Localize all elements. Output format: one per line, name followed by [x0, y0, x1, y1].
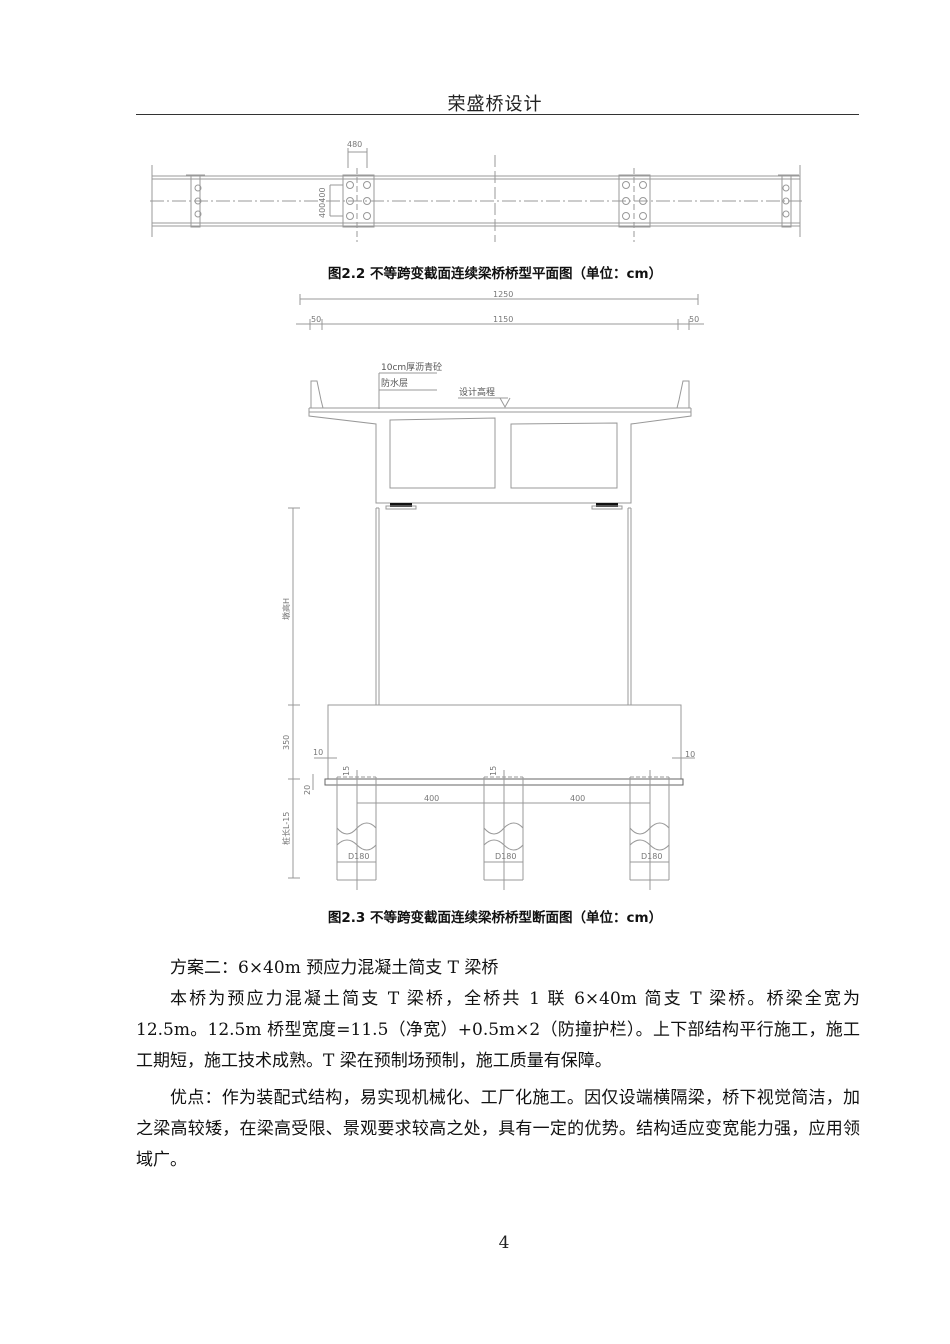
- figure-2-3-section-drawing: 1250 1150 50 50 10cm厚沥青砼 防水层 设计高程 墩高H 35…: [281, 290, 704, 890]
- dim-block-width: 480: [347, 140, 362, 149]
- dim-cap-offset-right: 10: [685, 750, 695, 759]
- paragraph-advantages: 优点：作为装配式结构，易实现机械化、工厂化施工。因仅设端横隔梁，桥下视觉简洁，加…: [136, 1088, 860, 1170]
- dim-right-barrier: 50: [689, 315, 699, 324]
- dim-pile-embed-2: 15: [489, 766, 498, 776]
- dim-pier-height: 墩高H: [281, 598, 291, 620]
- paragraph-description: 本桥为预应力混凝土简支 T 梁桥，全桥共 1 联 6×40m 简支 T 梁桥。桥…: [136, 989, 860, 1071]
- dim-pile-length: 桩长L-15: [281, 812, 291, 845]
- running-header-title: 荣盛桥设计: [447, 94, 543, 115]
- label-waterproof: 防水层: [381, 377, 408, 389]
- dim-total-width: 1250: [493, 290, 513, 299]
- figure-2-2-caption: 图2.2 不等跨变截面连续梁桥桥型平面图（单位：cm）: [327, 266, 663, 282]
- label-asphalt: 10cm厚沥青砼: [381, 361, 442, 373]
- dim-pile-spacing-2: 400: [570, 794, 585, 803]
- figure-2-2-plan-drawing: 480 400400: [150, 140, 802, 242]
- dim-pile-dia-1: D180: [348, 852, 369, 861]
- dim-pile-spacing-1: 400: [424, 794, 439, 803]
- dim-footing-thickness: 20: [303, 785, 312, 795]
- dim-net-width: 1150: [493, 315, 513, 324]
- label-design-elevation: 设计高程: [459, 386, 495, 398]
- page-number: 4: [498, 1233, 510, 1253]
- dim-cap-offset-left: 10: [313, 748, 323, 757]
- dim-pile-embed-1: 15: [342, 766, 351, 776]
- dim-left-barrier: 50: [311, 315, 321, 324]
- header-rule: [136, 114, 859, 115]
- dim-pile-dia-2: D180: [495, 852, 516, 861]
- body-text: 方案二：6×40m 预应力混凝土简支 T 梁桥 本桥为预应力混凝土简支 T 梁桥…: [136, 953, 860, 1176]
- dim-bolt-spacing: 400400: [318, 187, 327, 218]
- dim-pile-dia-3: D180: [641, 852, 662, 861]
- dim-cap-height: 350: [282, 735, 291, 750]
- figure-2-3-caption: 图2.3 不等跨变截面连续梁桥桥型断面图（单位：cm）: [327, 910, 663, 926]
- scheme-heading: 方案二：6×40m 预应力混凝土简支 T 梁桥: [170, 958, 499, 978]
